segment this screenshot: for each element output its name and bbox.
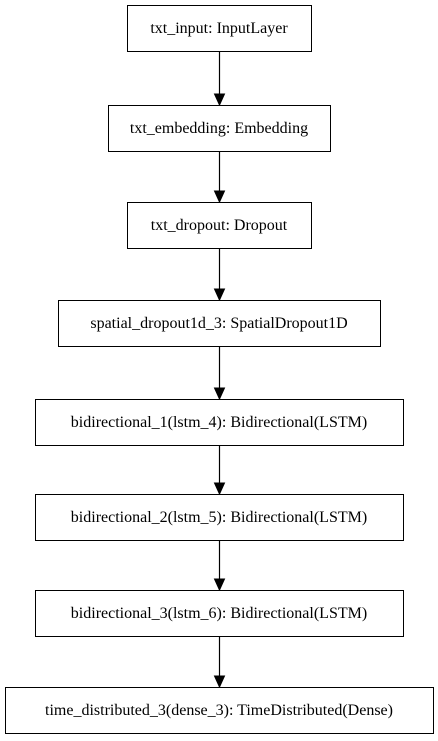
arrowhead-icon [213, 578, 226, 592]
layer-node-txt-input: txt_input: InputLayer [127, 5, 312, 52]
layer-label: bidirectional_3(lstm_6): Bidirectional(L… [71, 605, 367, 622]
layer-label: txt_input: InputLayer [150, 20, 288, 37]
edge-arrow [213, 152, 226, 204]
arrowhead-icon [213, 387, 226, 401]
layer-box [35, 494, 404, 541]
layer-node-time-distributed-3: time_distributed_3(dense_3): TimeDistrib… [5, 687, 434, 734]
edge-arrow [213, 446, 226, 496]
layer-node-txt-embedding: txt_embedding: Embedding [108, 105, 331, 152]
layer-box [35, 590, 404, 637]
layer-node-bidirectional-1: bidirectional_1(lstm_4): Bidirectional(L… [35, 399, 404, 446]
edges-layer [213, 52, 226, 689]
edge-arrow [213, 541, 226, 592]
layer-label: bidirectional_2(lstm_5): Bidirectional(L… [71, 509, 367, 526]
layer-label: spatial_dropout1d_3: SpatialDropout1D [90, 315, 347, 332]
nodes-layer: txt_input: InputLayer txt_embedding: Embe… [5, 5, 434, 734]
arrowhead-icon [213, 288, 226, 302]
layer-node-txt-dropout: txt_dropout: Dropout [127, 202, 312, 249]
edge-arrow [213, 249, 226, 302]
layer-box [5, 687, 434, 734]
edge-arrow [213, 637, 226, 689]
arrowhead-icon [213, 93, 226, 107]
layer-label: bidirectional_1(lstm_4): Bidirectional(L… [71, 414, 367, 431]
layer-node-spatial-dropout1d-3: spatial_dropout1d_3: SpatialDropout1D [58, 300, 381, 347]
edge-arrow [213, 52, 226, 107]
layer-box [127, 5, 312, 52]
layer-label: txt_dropout: Dropout [151, 217, 288, 234]
layer-node-bidirectional-3: bidirectional_3(lstm_6): Bidirectional(L… [35, 590, 404, 637]
arrowhead-icon [213, 675, 226, 689]
layer-node-bidirectional-2: bidirectional_2(lstm_5): Bidirectional(L… [35, 494, 404, 541]
layer-box [108, 105, 331, 152]
arrowhead-icon [213, 482, 226, 496]
edge-arrow [213, 347, 226, 401]
arrowhead-icon [213, 190, 226, 204]
layer-box [58, 300, 381, 347]
layer-box [35, 399, 404, 446]
layer-label: txt_embedding: Embedding [130, 120, 308, 137]
layer-box [127, 202, 312, 249]
layer-label: time_distributed_3(dense_3): TimeDistrib… [45, 702, 393, 719]
